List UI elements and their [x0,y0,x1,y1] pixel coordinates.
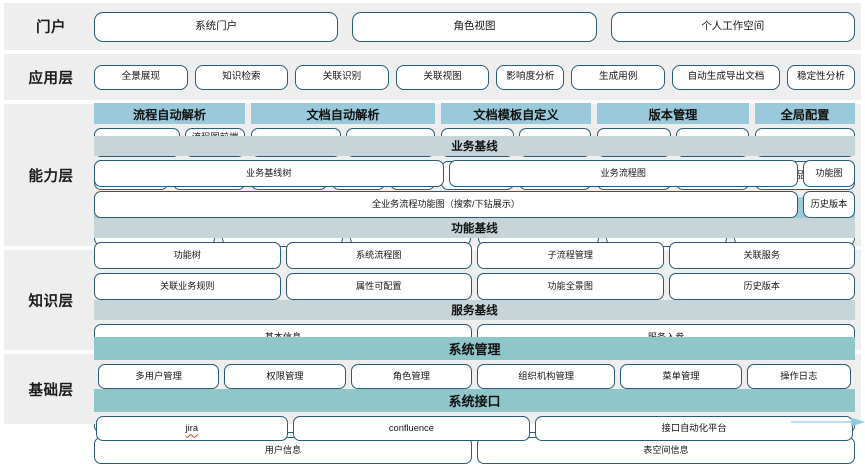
know-item-related-business-rule[interactable]: 关联业务规则 [94,273,281,300]
know-item-business-baseline-tree[interactable]: 业务基线树 [94,160,444,187]
found-item-jira[interactable]: jira [96,416,288,441]
layer-body-portal: 系统门户 角色视图 个人工作空间 [94,11,855,42]
know-item-subflow-mgmt[interactable]: 子流程管理 [477,242,664,269]
layer-knowledge: 知识层 业务基线 业务基线树 业务流程图 功能图 全业务流程功能图（搜索/下钻展… [4,136,861,464]
application-item-0[interactable]: 全景展现 [94,64,188,90]
application-item-1[interactable]: 知识检索 [194,64,289,90]
group-header-service-baseline: 服务基线 [94,300,855,320]
group-row-function-baseline-1: 功能树 系统流程图 子流程管理 关联服务 [94,242,855,269]
layer-portal: 门户 系统门户 角色视图 个人工作空间 [4,3,861,50]
group-header-system-interface: 系统接口 [94,389,855,412]
portal-item-1[interactable]: 角色视图 [352,11,597,42]
knowledge-group-function-baseline: 功能基线 功能树 系统流程图 子流程管理 关联服务 关联业务规则 属性可配置 功… [94,218,855,300]
found-item-menu-mgmt[interactable]: 菜单管理 [620,364,742,389]
found-item-confluence[interactable]: confluence [292,416,531,441]
layer-label-application: 应用层 [28,70,74,87]
group-header-flow-parse: 流程自动解析 [94,103,245,124]
layer-label-foundation: 基础层 [28,382,74,399]
application-item-5[interactable]: 生成用例 [571,64,665,90]
portal-item-2[interactable]: 个人工作空间 [610,11,855,42]
group-row-business-baseline-2: 全业务流程功能图（搜索/下钻展示） 历史版本 [94,191,855,218]
jira-label: jira [185,423,199,434]
know-item-attribute-configurable[interactable]: 属性可配置 [285,273,472,300]
group-row-system-mgmt: 多用户管理 权限管理 角色管理 组织机构管理 菜单管理 操作日志 [94,364,855,389]
know-item-full-business-flow-function-chart[interactable]: 全业务流程功能图（搜索/下钻展示） [94,191,798,218]
group-header-version-mgmt: 版本管理 [597,103,749,124]
layer-body-application: 全景展现 知识检索 关联识别 关联视图 影响度分析 生成用例 自动生成导出文档 … [94,64,855,90]
layer-body-foundation: 系统管理 多用户管理 权限管理 角色管理 组织机构管理 菜单管理 操作日志 系统… [94,337,855,441]
layer-foundation: 基础层 系统管理 多用户管理 权限管理 角色管理 组织机构管理 菜单管理 操作日… [4,337,861,441]
know-item-function-tree[interactable]: 功能树 [94,242,281,269]
portal-item-0[interactable]: 系统门户 [94,11,339,42]
know-item-tablespace-info[interactable]: 表空间信息 [477,437,855,464]
foundation-group-system-mgmt: 系统管理 多用户管理 权限管理 角色管理 组织机构管理 菜单管理 操作日志 [94,337,855,389]
layer-label-knowledge: 知识层 [28,293,74,310]
application-item-4[interactable]: 影响度分析 [496,64,565,90]
know-item-business-flow-chart[interactable]: 业务流程图 [448,160,798,187]
group-header-doc-parse: 文档自动解析 [251,103,435,124]
layer-label-portal: 门户 [36,20,66,36]
group-row-system-interface: jira confluence 接口自动化平台 [94,416,855,441]
portal-row: 系统门户 角色视图 个人工作空间 [94,11,855,42]
found-item-org-structure-mgmt[interactable]: 组织机构管理 [476,364,616,389]
found-item-role-mgmt[interactable]: 角色管理 [350,364,472,389]
application-item-2[interactable]: 关联识别 [295,64,389,90]
found-item-permission-mgmt[interactable]: 权限管理 [224,364,346,389]
foundation-groups: 系统管理 多用户管理 权限管理 角色管理 组织机构管理 菜单管理 操作日志 系统… [94,337,855,441]
layer-label-capability: 能力层 [28,168,74,185]
know-item-history-version-function[interactable]: 历史版本 [668,273,855,300]
group-header-function-baseline: 功能基线 [94,218,855,238]
architecture-diagram: 门户 系统门户 角色视图 个人工作空间 应用层 全景展现 知识检索 关联识别 关… [4,3,865,464]
know-item-system-flow-chart[interactable]: 系统流程图 [285,242,472,269]
knowledge-group-business-baseline: 业务基线 业务基线树 业务流程图 功能图 全业务流程功能图（搜索/下钻展示） 历… [94,136,855,218]
know-item-related-service[interactable]: 关联服务 [668,242,855,269]
application-row: 全景展现 知识检索 关联识别 关联视图 影响度分析 生成用例 自动生成导出文档 … [94,64,855,90]
group-row-business-baseline-1: 业务基线树 业务流程图 功能图 [94,160,855,187]
application-item-7[interactable]: 稳定性分析 [786,64,855,90]
group-row-function-baseline-2: 关联业务规则 属性可配置 功能全景图 历史版本 [94,273,855,300]
application-item-6[interactable]: 自动生成导出文档 [671,64,780,90]
found-item-multi-user-mgmt[interactable]: 多用户管理 [98,364,220,389]
know-item-history-version-business[interactable]: 历史版本 [803,191,855,218]
layer-application: 应用层 全景展现 知识检索 关联识别 关联视图 影响度分析 生成用例 自动生成导… [4,54,861,100]
foundation-group-system-interface: 系统接口 jira confluence 接口自动化平台 [94,389,855,441]
group-header-global-config: 全局配置 [755,103,855,124]
found-item-operation-log[interactable]: 操作日志 [746,364,851,389]
found-item-interface-automation-platform[interactable]: 接口自动化平台 [535,416,854,441]
application-item-3[interactable]: 关联视图 [395,64,490,90]
know-item-user-info[interactable]: 用户信息 [94,437,472,464]
group-header-doc-template: 文档模板自定义 [441,103,591,124]
know-item-function-panorama[interactable]: 功能全景图 [477,273,664,300]
group-header-business-baseline: 业务基线 [94,136,855,156]
know-item-function-chart[interactable]: 功能图 [803,160,855,187]
group-header-system-mgmt: 系统管理 [94,337,855,360]
group-row-model-baseline-2: 用户信息 表空间信息 [94,437,855,464]
